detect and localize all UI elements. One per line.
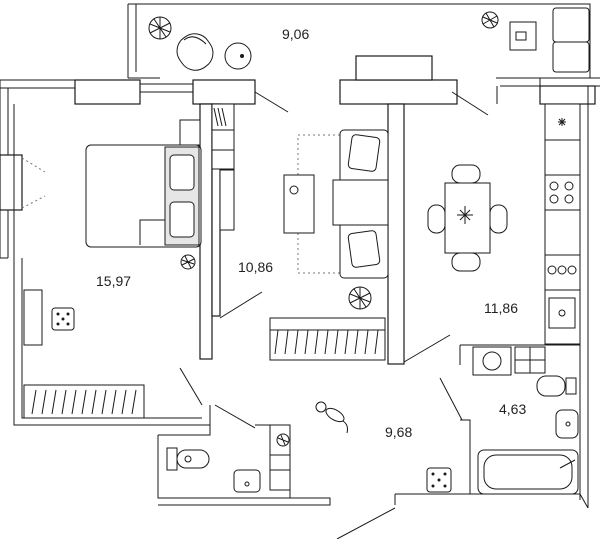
balcony-door-left <box>254 91 289 113</box>
living-zone <box>269 129 389 361</box>
washbasin-icon <box>233 469 261 493</box>
armchair-icon <box>176 33 214 71</box>
bookshelf-icon <box>211 103 235 170</box>
sofa-icon <box>332 129 389 279</box>
desk-laptop-icon <box>509 21 537 51</box>
washbasin-icon <box>555 409 579 439</box>
plant-icon <box>481 11 499 29</box>
plant-icon <box>148 16 172 40</box>
area-bedroom: 15,97 <box>96 273 131 289</box>
bathroom-door <box>439 377 463 421</box>
boiler-icon <box>514 346 546 374</box>
area-bathroom: 4,63 <box>499 401 526 417</box>
toilet-icon <box>536 375 577 397</box>
stove-icon <box>549 181 574 204</box>
wc-door <box>214 404 256 429</box>
tv-stand-icon <box>219 169 235 231</box>
wardrobe-icon <box>23 289 43 346</box>
balcony-zone <box>127 3 600 87</box>
hood-icon <box>547 265 577 275</box>
plant-icon <box>276 433 290 447</box>
exterior-walls <box>0 55 596 508</box>
toilet-icon <box>166 447 210 471</box>
nightstand-icon <box>179 119 201 146</box>
plant-icon <box>348 286 372 310</box>
bedroom-door <box>179 367 203 406</box>
shoe-rack-icon <box>269 317 386 361</box>
area-balcony: 9,06 <box>282 26 309 42</box>
room-zone <box>180 91 289 319</box>
washing-machine-icon <box>472 346 512 376</box>
coffee-table-icon <box>283 174 315 234</box>
side-table-icon <box>224 42 252 70</box>
dog-icon <box>315 401 348 434</box>
area-kitchen-living: 11,86 <box>484 300 518 316</box>
interior-walls <box>157 103 589 509</box>
bathroom-zone <box>439 346 579 495</box>
kitchen-door <box>403 334 451 363</box>
dresser-icon <box>23 384 145 419</box>
bed-icon <box>85 144 202 248</box>
hallway-zone <box>166 401 452 539</box>
area-room: 10,86 <box>238 259 273 275</box>
fridge-icon <box>558 118 566 126</box>
bathtub-icon <box>477 449 579 495</box>
sink-icon <box>548 297 576 329</box>
kitchen-counter <box>544 103 581 345</box>
room-door <box>219 291 263 319</box>
entrance-door <box>336 507 396 539</box>
balcony-door-right <box>451 91 489 116</box>
dining-table-icon <box>427 164 508 272</box>
balcony-bench-icon <box>552 7 590 73</box>
ottoman-icon <box>51 307 75 331</box>
ottoman-icon <box>426 467 452 493</box>
bedroom-zone <box>23 119 203 419</box>
plant-icon <box>180 254 196 270</box>
area-hallway: 9,68 <box>385 424 412 440</box>
kitchen-zone <box>403 91 581 363</box>
